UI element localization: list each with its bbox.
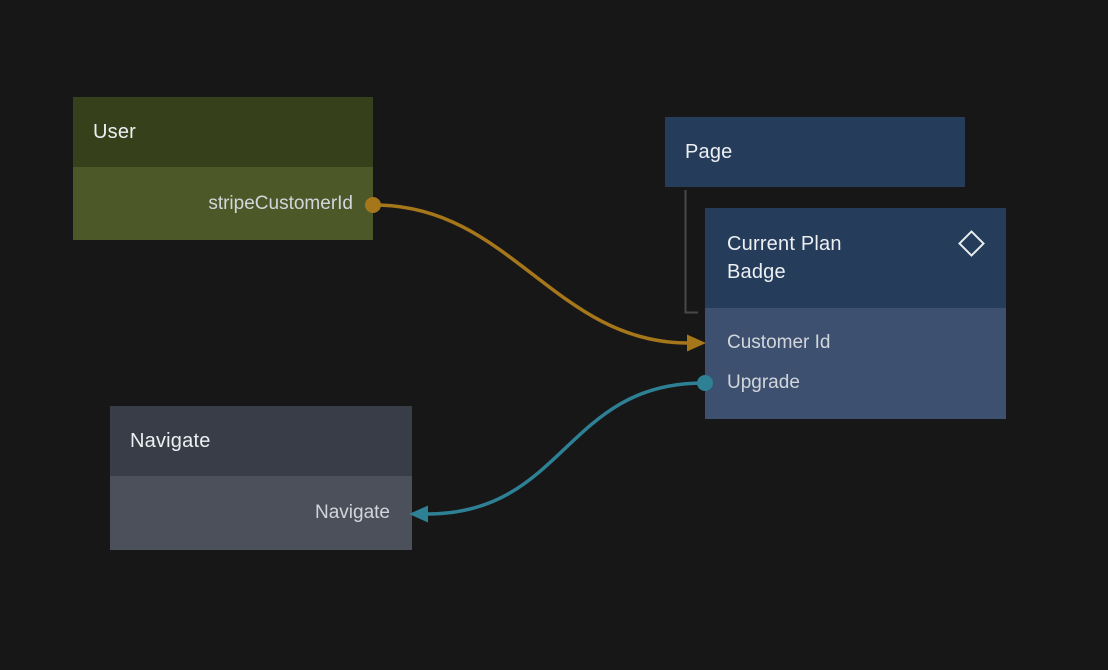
input-port-upgrade[interactable]: Upgrade — [705, 363, 1006, 403]
node-current-plan-badge[interactable]: Current Plan Badge Customer Id Upgrade — [705, 208, 1006, 419]
output-port-dot-stripecustomerid[interactable] — [365, 197, 381, 213]
input-port-label-navigate: Navigate — [315, 502, 390, 523]
node-user-body: stripeCustomerId — [73, 167, 373, 240]
node-user-header[interactable]: User — [73, 97, 373, 167]
output-port-label-stripecustomerid: stripeCustomerId — [208, 192, 353, 214]
wire-arrowhead-navigate — [409, 505, 428, 523]
input-port-dot-upgrade[interactable] — [697, 375, 713, 391]
node-page[interactable]: Page — [665, 117, 965, 187]
node-current-plan-badge-header[interactable]: Current Plan Badge — [705, 208, 1006, 308]
node-navigate-header[interactable]: Navigate — [110, 406, 412, 476]
input-port-customer-id[interactable]: Customer Id — [705, 323, 1006, 363]
wire-stripecustomerid-to-customerid[interactable] — [373, 203, 690, 345]
node-user-title: User — [93, 121, 137, 143]
node-current-plan-badge-title: Current Plan Badge — [727, 233, 842, 283]
node-page-header[interactable]: Page — [665, 117, 965, 187]
node-navigate-title: Navigate — [130, 430, 211, 452]
hierarchy-connector-page-to-badge — [684, 190, 698, 314]
wire-arrowhead-customerid — [687, 334, 706, 352]
node-current-plan-badge-body: Customer Id Upgrade — [705, 308, 1006, 419]
wire-upgrade-to-navigate[interactable] — [425, 381, 705, 516]
node-page-title: Page — [685, 141, 733, 163]
input-port-label-customer-id: Customer Id — [727, 332, 831, 353]
input-port-label-upgrade: Upgrade — [727, 372, 800, 393]
node-user[interactable]: User stripeCustomerId — [73, 97, 373, 240]
node-navigate[interactable]: Navigate Navigate — [110, 406, 412, 550]
node-navigate-body: Navigate — [110, 476, 412, 550]
